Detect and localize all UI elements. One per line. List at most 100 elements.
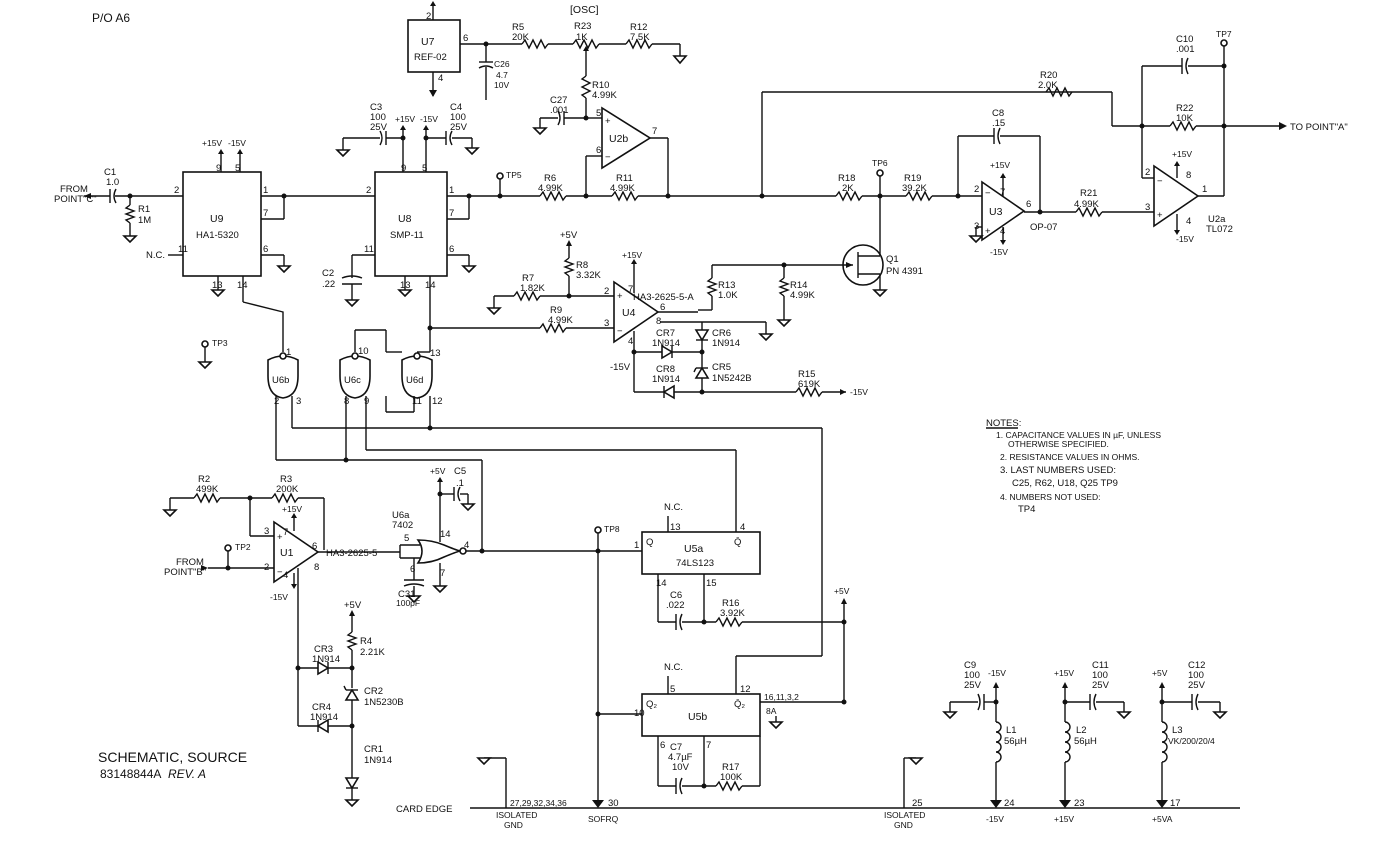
svg-text:U2a: U2a [1208,214,1226,225]
svg-text:C12: C12 [1188,660,1205,671]
svg-text:25V: 25V [1092,680,1110,691]
svg-text:5: 5 [422,163,427,174]
svg-text:+15V: +15V [282,504,302,514]
svg-text:1N914: 1N914 [310,712,338,723]
svg-text:HA3-2625-5-A: HA3-2625-5-A [633,292,694,303]
svg-text:+15V: +15V [1054,814,1074,824]
svg-text:12: 12 [432,396,443,407]
svg-text:N.C.: N.C. [146,250,165,261]
note-line-7: TP4 [1018,504,1035,515]
svg-text:R16: R16 [722,598,739,609]
svg-text:2: 2 [974,184,979,195]
svg-text:N.C.: N.C. [664,662,683,673]
u7-part: REF-02 [414,52,447,63]
svg-text:+5V: +5V [1152,668,1168,678]
svg-text:1K: 1K [576,32,588,43]
svg-text:R2: R2 [198,474,210,485]
svg-text:L1: L1 [1006,725,1017,736]
svg-text:TP5: TP5 [506,170,522,180]
svg-text:39.2K: 39.2K [902,183,927,194]
svg-text:3.92K: 3.92K [720,608,745,619]
svg-text:L2: L2 [1076,725,1087,736]
svg-text:Q: Q [646,537,653,548]
svg-text:100K: 100K [720,772,743,783]
note-line-2: OTHERWISE SPECIFIED. [1008,439,1109,449]
svg-text:R20: R20 [1040,70,1057,81]
svg-text:-15V: -15V [988,668,1006,678]
svg-text:13: 13 [212,280,223,291]
svg-text:U8: U8 [398,213,412,225]
svg-text:-15V: -15V [986,814,1004,824]
svg-text:1N914: 1N914 [652,374,680,385]
svg-text:+: + [277,532,283,543]
svg-text:2.21K: 2.21K [360,647,385,658]
svg-text:R9: R9 [550,305,562,316]
svg-text:U3: U3 [989,206,1003,218]
svg-text:1M: 1M [138,215,151,226]
svg-text:VK/200/20/4: VK/200/20/4 [1168,736,1215,746]
notes-block: NOTES: 1. CAPACITANCE VALUES IN µF, UNLE… [986,418,1161,515]
svg-text:1N914: 1N914 [652,338,680,349]
svg-text:TL072: TL072 [1206,224,1233,235]
svg-text:7: 7 [440,568,445,579]
svg-text:−: − [617,326,623,337]
svg-text:2K: 2K [842,183,854,194]
svg-text:17: 17 [1170,798,1181,809]
svg-text:R8: R8 [576,260,588,271]
svg-text:+15V: +15V [622,250,642,260]
svg-text:7402: 7402 [392,520,413,531]
svg-text:10V: 10V [672,762,690,773]
svg-text:11: 11 [412,396,422,407]
svg-text:4.7µF: 4.7µF [668,752,693,763]
svg-text:R15: R15 [798,369,815,380]
svg-text:4: 4 [1186,216,1191,227]
svg-text:C2: C2 [322,268,334,279]
svg-text:CR5: CR5 [712,362,731,373]
svg-text:CR1: CR1 [364,744,383,755]
svg-text:100: 100 [370,112,386,123]
svg-text:74LS123: 74LS123 [676,558,714,569]
u5b-monostable: Q₂ Q̄₂ U5b 5 12 10 6 7 N.C. 16,11,3,2 8A… [595,662,847,795]
svg-text:−: − [605,152,611,163]
svg-text:+5V: +5V [834,586,850,596]
svg-text:POINT"B": POINT"B" [164,567,206,578]
svg-text:TP8: TP8 [604,524,620,534]
u3-opamp: C8 .15 U3 2 − 3 + 6 7 4 OP-07 +15V -15V … [957,108,1154,257]
svg-text:−: − [1157,176,1163,187]
svg-text:3: 3 [1145,202,1150,213]
svg-text:FROM: FROM [60,184,88,195]
svg-text:2: 2 [1145,167,1150,178]
svg-text:+15V: +15V [990,160,1010,170]
svg-text:+: + [1157,210,1163,221]
svg-text:1: 1 [1202,184,1207,195]
svg-text:1.82K: 1.82K [520,283,545,294]
r18-r19-q1: R18 2K TP6 R19 39.2K Q1 PN 4391 R14 4.99… [706,158,982,328]
svg-text:C8: C8 [992,108,1004,119]
svg-text:U4: U4 [622,307,636,319]
svg-text:C1: C1 [104,167,116,178]
svg-text:L3: L3 [1172,725,1183,736]
svg-text:R23: R23 [574,21,591,32]
card-edge-connector: CARD EDGE 27,29,32,34,36 ISOLATED GND 30… [396,757,1240,830]
title-block: SCHEMATIC, SOURCE 83148844A REV. A [98,749,247,781]
q1-ref: Q1 [886,254,899,265]
svg-text:-15V: -15V [850,387,868,397]
svg-text:499K: 499K [196,484,219,495]
svg-text:1: 1 [263,185,268,196]
power-filter-minus15: C9 100 25V -15V L1 56µH [942,660,1027,806]
svg-text:5: 5 [670,684,675,695]
svg-text:5: 5 [235,163,240,174]
svg-text:TP6: TP6 [872,158,888,168]
svg-text:.022: .022 [666,600,685,611]
svg-text:+15V: +15V [1172,149,1192,159]
svg-text:-15V: -15V [1176,234,1194,244]
note-line-3: 2. RESISTANCE VALUES IN OHMS. [1000,452,1140,462]
svg-text:R17: R17 [722,762,739,773]
svg-text:FROM: FROM [176,557,204,568]
svg-text:25V: 25V [1188,680,1206,691]
note-line-4: 3. LAST NUMBERS USED: [1000,465,1116,476]
input-point-c: FROM POINT"C" C1 1.0 R1 1M [54,167,183,244]
svg-text:6: 6 [312,541,317,552]
svg-text:+5V: +5V [344,600,362,611]
svg-text:7: 7 [652,126,657,137]
